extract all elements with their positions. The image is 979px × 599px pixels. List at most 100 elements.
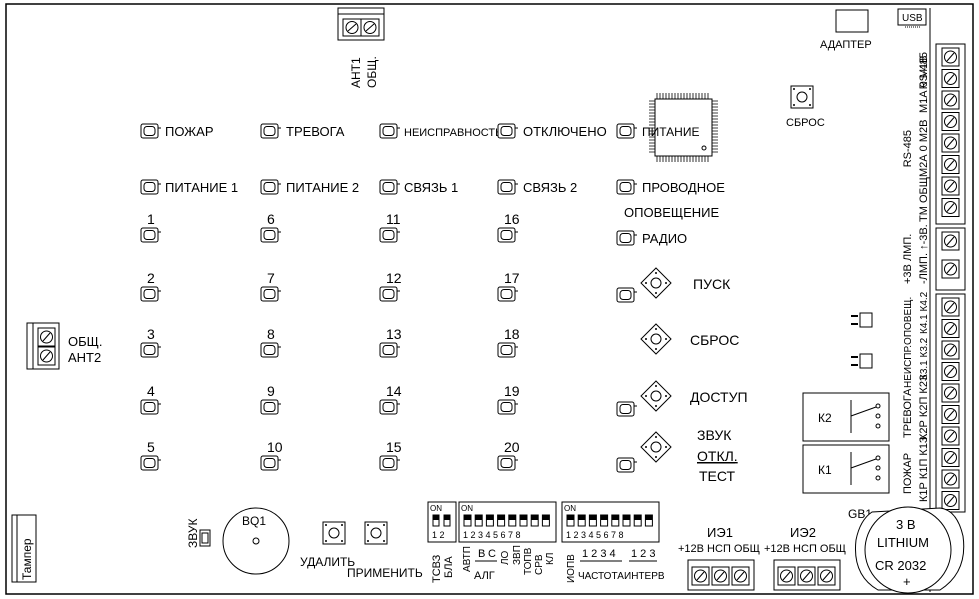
- dip3-label-iopv: ИОПВ: [566, 554, 577, 583]
- zone-led: [379, 455, 401, 471]
- led-fire: [140, 123, 162, 139]
- sound-jumper[interactable]: [199, 529, 211, 547]
- buzzer: [222, 507, 290, 575]
- pozhar-label: ПОЖАР: [902, 453, 914, 494]
- terminal-screw: [941, 155, 960, 174]
- led-access: [616, 401, 638, 417]
- label-disabled: ОТКЛЮЧЕНО: [523, 124, 607, 139]
- rs485-2-label: RS-485: [902, 130, 914, 167]
- dip-toggle-knob: [634, 515, 642, 520]
- zone-number: 6: [267, 211, 275, 227]
- start-button[interactable]: [640, 267, 672, 299]
- ant2-connector: ОБЩ. АНТ2: [26, 322, 102, 370]
- dip3-on: ON: [564, 504, 576, 513]
- label-alert: ОПОВЕЩЕНИЕ: [624, 205, 719, 220]
- dip-toggle-knob: [623, 515, 630, 520]
- common-label-left: ОБЩ.: [68, 334, 102, 349]
- dip3-int-nums: 1 2 3: [631, 548, 655, 560]
- jumper-symbol-1: [851, 312, 873, 328]
- dip-switch-2[interactable]: ON 1 2 3 4 5 6 7 8: [458, 501, 557, 543]
- zone-number: 5: [147, 439, 155, 455]
- terminal-screw: [941, 231, 960, 251]
- terminal-screw: [941, 176, 960, 196]
- zone-led: [260, 227, 282, 243]
- zone-number: 3: [147, 326, 155, 342]
- zone-led: [497, 227, 519, 243]
- ie2-pins: +12В НСП ОБЩ: [764, 543, 846, 555]
- zone-led: [260, 455, 282, 471]
- zone-led: [260, 399, 282, 415]
- terminal-screw: [941, 297, 960, 317]
- rs485-1-label: RS-485: [918, 52, 930, 89]
- zone-led: [497, 286, 519, 302]
- zone-led: [379, 342, 401, 358]
- dip-toggle-knob: [567, 515, 574, 520]
- label-alarm: ТРЕВОГА: [286, 124, 345, 139]
- led-radio: [616, 230, 638, 246]
- lamp-label: +3В ЛМП.: [902, 234, 914, 284]
- zone-number: 15: [386, 439, 402, 455]
- zone-number: 4: [147, 383, 155, 399]
- battery-type: LITHIUM: [877, 535, 929, 550]
- led-power2: [260, 179, 282, 195]
- terminal-screw: [941, 112, 960, 131]
- zone-number: 10: [267, 439, 283, 455]
- zone-led: [260, 286, 282, 302]
- mcu-reset-label: СБРОС: [786, 117, 825, 129]
- access-button[interactable]: [640, 380, 672, 412]
- right-terminal-blocks: [935, 43, 966, 513]
- dip-switch-1[interactable]: ON 1 2: [427, 501, 457, 543]
- sound-off-test-button[interactable]: [640, 431, 672, 463]
- zone-number: 9: [267, 383, 275, 399]
- delete-button[interactable]: [322, 521, 346, 545]
- ie1-pins: +12В НСП ОБЩ: [678, 543, 760, 555]
- dip-toggle-knob: [497, 515, 505, 520]
- zone-number: 1: [147, 211, 155, 227]
- tamper-label: Тампер: [20, 538, 34, 580]
- zone-number: 19: [504, 383, 520, 399]
- sound-jumper-label: ЗВУК: [186, 519, 200, 548]
- zone-led: [140, 342, 162, 358]
- led-link1: [379, 179, 401, 195]
- tamper-switch: Тампер: [11, 514, 37, 583]
- label-link1: СВЯЗЬ 1: [404, 180, 458, 195]
- led-disabled: [497, 123, 519, 139]
- relay-k2: К2: [802, 392, 890, 442]
- zone-led: [140, 399, 162, 415]
- dip2-label-srv: СРВ: [534, 554, 545, 575]
- off-label: ОТКЛ.: [697, 448, 738, 464]
- relay-k2-label: К2: [818, 411, 832, 425]
- label-radio: РАДИО: [642, 231, 687, 246]
- buzzer-label: BQ1: [242, 514, 266, 528]
- relay-k1: К1: [802, 444, 890, 494]
- apply-button[interactable]: [364, 521, 388, 545]
- led-alarm: [260, 123, 282, 139]
- trevoga-label: ТРЕВОГА: [902, 388, 914, 438]
- led-power1: [140, 179, 162, 195]
- dip2-on: ON: [461, 504, 473, 513]
- neispr-label: НЕИСПР.ОПОВЕЩ.: [903, 297, 914, 388]
- label-power1: ПИТАНИЕ 1: [165, 180, 238, 195]
- dip-switch-3[interactable]: ON 1 2 3 4 5 6 7 8: [561, 501, 660, 543]
- dip2-label-topv: ТОПВ: [523, 547, 534, 575]
- dip-toggle-knob: [531, 515, 539, 520]
- zone-led: [260, 342, 282, 358]
- terminal-screw: [941, 383, 960, 403]
- zone-number: 13: [386, 326, 402, 342]
- zone-number: 12: [386, 270, 402, 286]
- dip2-label-kl: КЛ: [545, 553, 556, 565]
- dip-toggle-knob: [475, 515, 483, 520]
- reset-button[interactable]: [640, 323, 672, 355]
- led-start: [616, 287, 638, 303]
- terminal-screw: [941, 448, 960, 467]
- zone-led: [497, 399, 519, 415]
- mcu-reset-button[interactable]: [790, 85, 814, 109]
- rs485-2-pins: М2А 0 М2В: [918, 120, 930, 177]
- board-outline: [5, 3, 974, 595]
- terminal-screw: [941, 362, 960, 381]
- label-fault: НЕИСПРАВНОСТЬ: [404, 127, 502, 139]
- start-label: ПУСК: [693, 276, 731, 292]
- terminal-screw: [941, 426, 960, 446]
- zone-number: 2: [147, 270, 155, 286]
